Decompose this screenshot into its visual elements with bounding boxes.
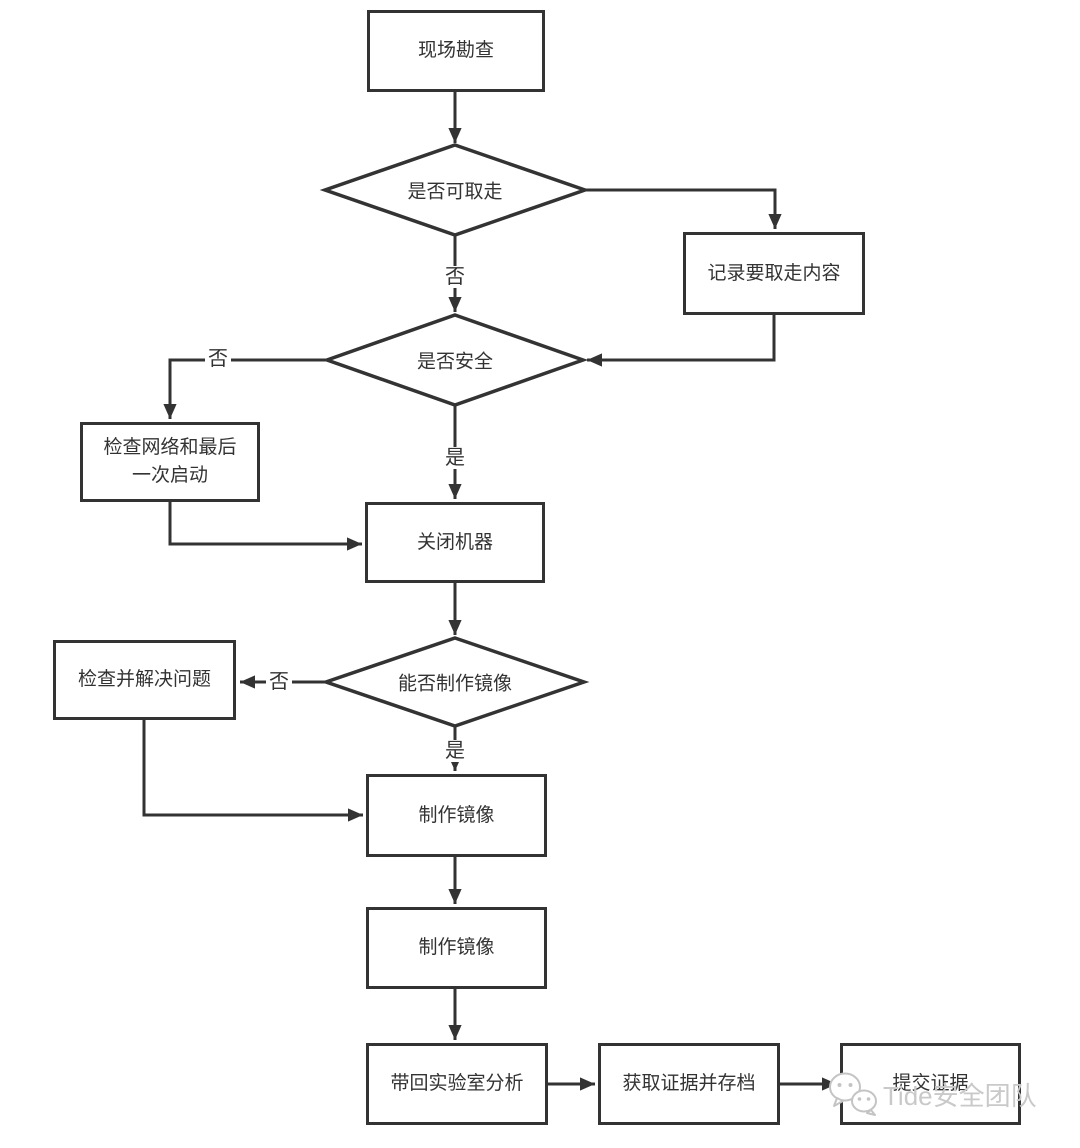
node-label-lab-analysis: 带回实验室分析 [390, 1073, 524, 1095]
node-label-fix-problems: 检查并解决问题 [77, 669, 211, 691]
wechat-icon [829, 1072, 877, 1116]
edge-check-network-to-shutdown [168, 502, 362, 551]
flow-node-submit: 提交证据 [840, 1043, 1021, 1125]
flow-node-check-network: 检查网络和最后一次启动 [80, 422, 260, 502]
edge-is-safe-no-to-check-network [163, 358, 327, 419]
flow-node-make-image-2: 制作镜像 [366, 907, 547, 989]
node-label-record-items: 记录要取走内容 [707, 262, 841, 284]
watermark-text: Tide安全团队 [883, 1080, 1037, 1111]
flow-node-archive: 获取证据并存档 [598, 1043, 780, 1125]
edge-label-can-make-image-no: 否 [266, 671, 292, 693]
diamond-can-take [319, 143, 591, 237]
edge-label-is-safe-no: 否 [205, 348, 231, 370]
node-label-make-image-2: 制作镜像 [418, 937, 495, 959]
flow-node-record-items: 记录要取走内容 [683, 232, 865, 315]
flow-node-shutdown: 关闭机器 [365, 502, 545, 583]
diamond-is-safe [321, 313, 589, 407]
watermark: Tide安全团队 [828, 1072, 1037, 1116]
edge-label-can-take-no: 否 [442, 266, 468, 288]
flow-node-lab-analysis: 带回实验室分析 [366, 1043, 548, 1125]
node-label-check-network: 检查网络和最后一次启动 [103, 437, 237, 486]
flow-node-survey: 现场勘查 [367, 10, 545, 92]
node-label-is-safe: 是否安全 [416, 351, 494, 373]
edge-fix-to-make-image [142, 720, 363, 822]
node-label-make-image-1: 制作镜像 [418, 804, 495, 826]
edge-label-can-make-image-yes: 是 [442, 740, 468, 762]
edge-label-is-safe-yes: 是 [442, 447, 468, 469]
node-label-survey: 现场勘查 [417, 40, 494, 62]
flow-node-make-image-1: 制作镜像 [366, 774, 547, 857]
edge-can-take-yes-to-record [585, 188, 782, 229]
node-label-can-take: 是否可取走 [407, 181, 503, 203]
node-label-shutdown: 关闭机器 [416, 531, 493, 553]
node-label-can-make-image: 能否制作镜像 [397, 673, 513, 695]
flow-node-fix-problems: 检查并解决问题 [53, 640, 236, 720]
node-label-archive: 获取证据并存档 [622, 1073, 756, 1095]
node-label-submit: 提交证据 [892, 1073, 969, 1095]
diamond-can-make-image [320, 636, 590, 728]
edge-record-to-is-safe [587, 315, 776, 367]
